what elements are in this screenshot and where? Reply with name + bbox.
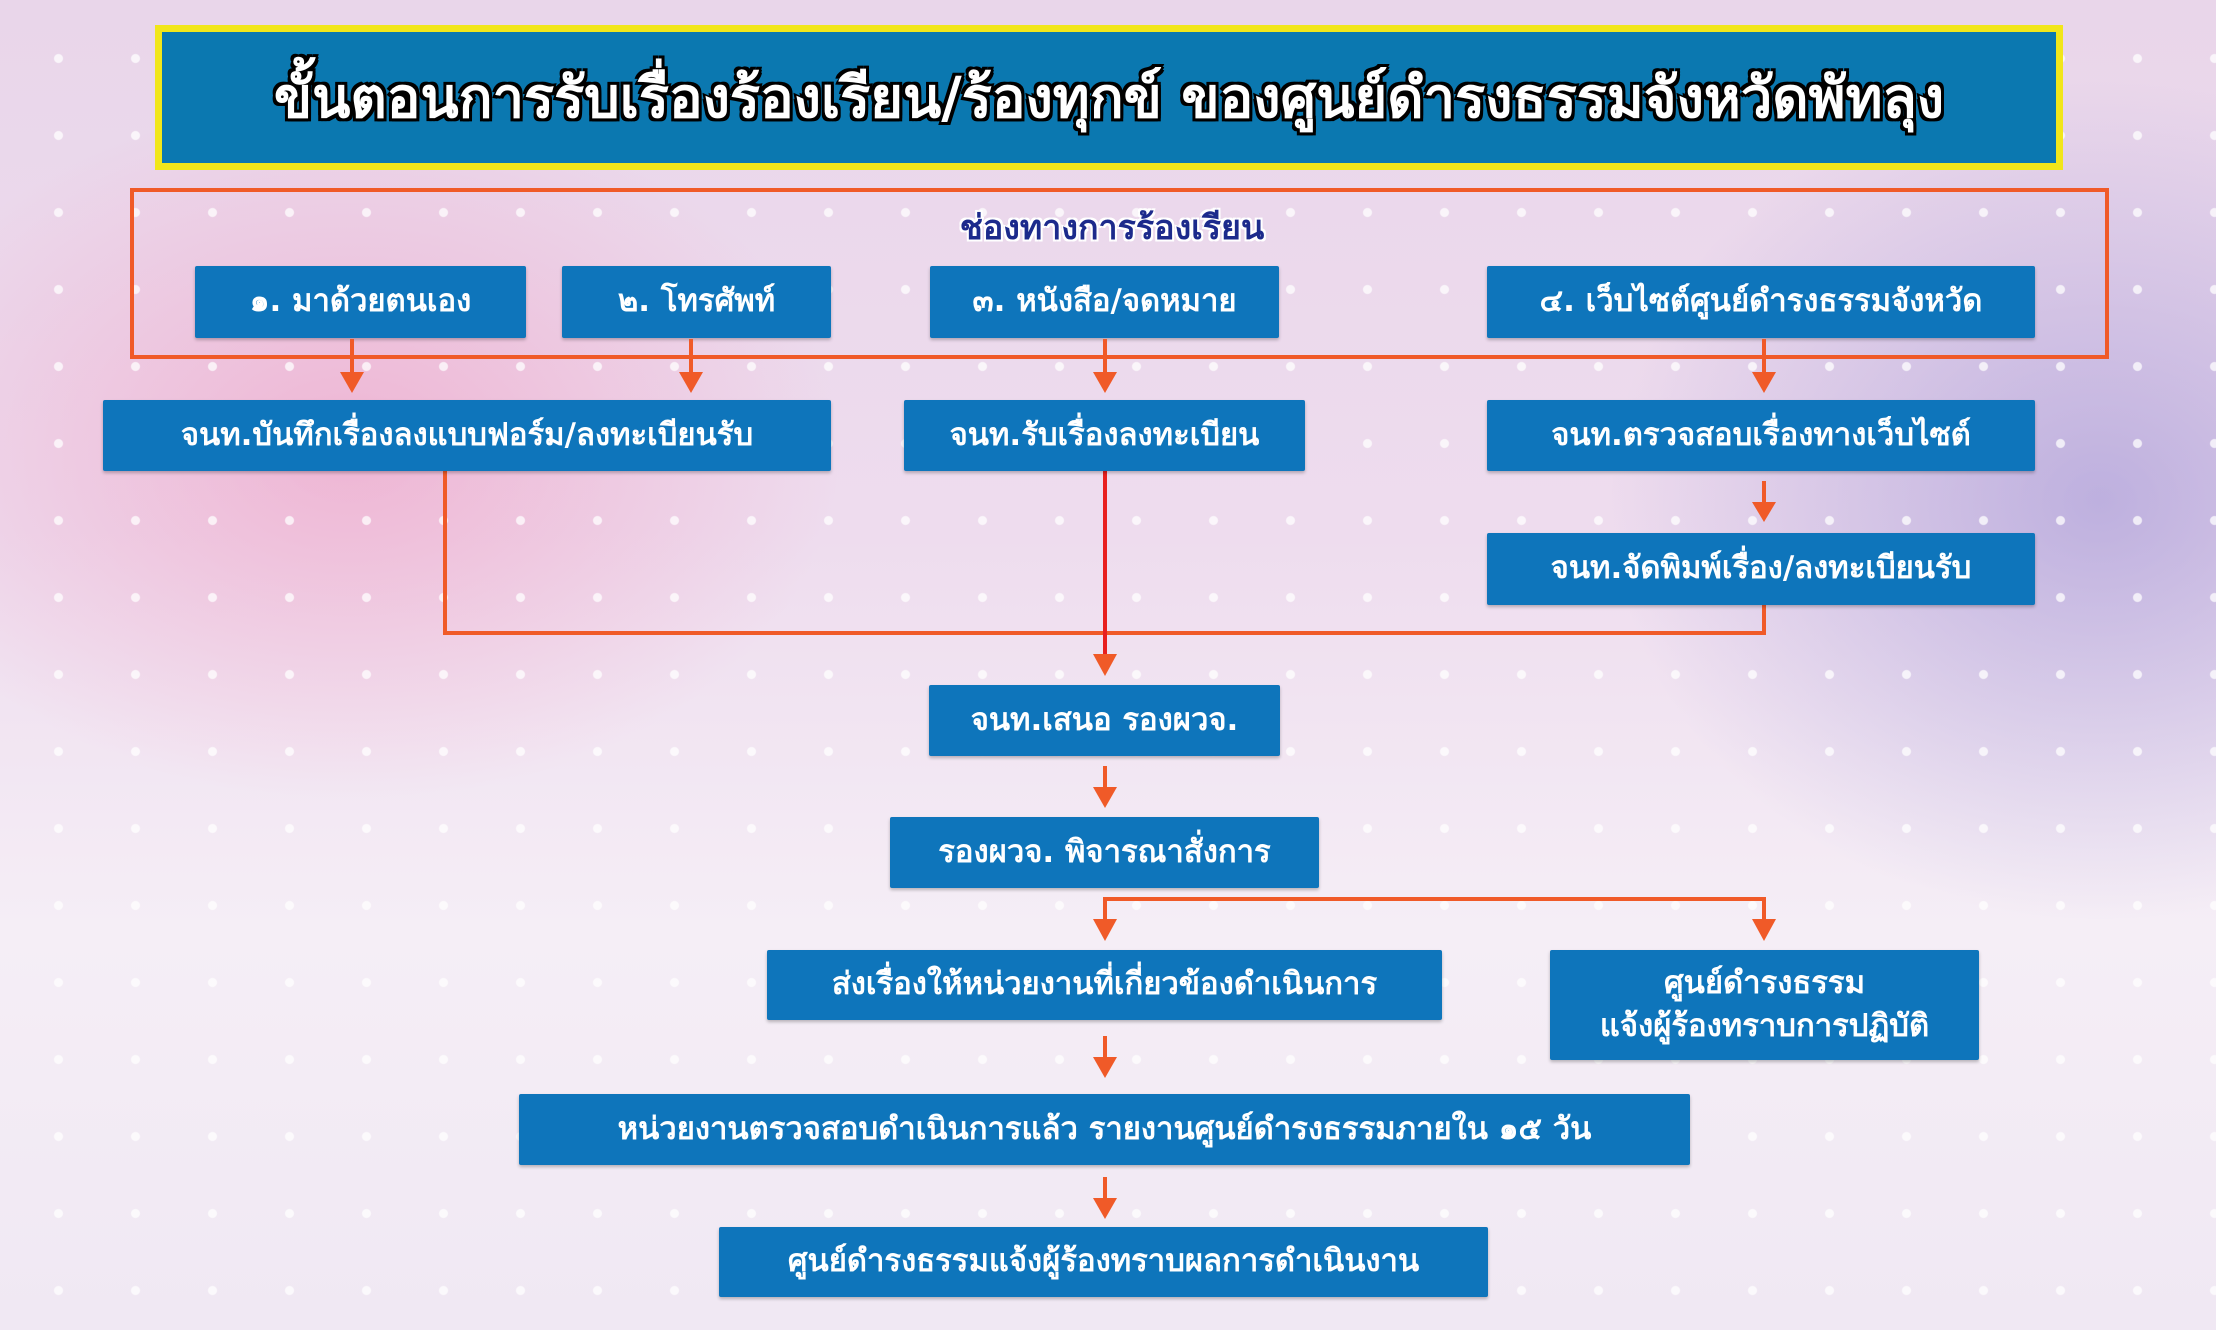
notify-line-1: ศูนย์ดำรงธรรม (1663, 964, 1865, 1001)
step-record-form: จนท.บันทึกเรื่องลงแบบฟอร์ม/ลงทะเบียนรับ (103, 400, 831, 471)
arrow-head (1093, 372, 1117, 393)
step-forward: ส่งเรื่องให้หน่วยงานที่เกี่ยวข้องดำเนินก… (767, 950, 1442, 1020)
arrow-head (340, 372, 364, 393)
arrow-head (1093, 1057, 1117, 1078)
step-notify-action: ศูนย์ดำรงธรรม แจ้งผู้ร้องทราบการปฏิบัติ (1550, 950, 1979, 1060)
split-line (1103, 897, 1766, 922)
step-final-notify: ศูนย์ดำรงธรรมแจ้งผู้ร้องทราบผลการดำเนินง… (719, 1227, 1488, 1297)
step-print-register: จนท.จัดพิมพ์เรื่อง/ลงทะเบียนรับ (1487, 533, 2035, 605)
step-propose: จนท.เสนอ รองผวจ. (929, 685, 1280, 756)
channel-in-person: ๑. มาด้วยตนเอง (195, 266, 526, 338)
step-receive-register: จนท.รับเรื่องลงทะเบียน (904, 400, 1305, 471)
step-check-website: จนท.ตรวจสอบเรื่องทางเว็บไซต์ (1487, 400, 2035, 471)
arrow-head (1752, 502, 1776, 522)
arrow-head (1093, 919, 1117, 941)
arrow-head (1752, 919, 1776, 941)
step-agency-report: หน่วยงานตรวจสอบดำเนินการแล้ว รายงานศูนย์… (519, 1094, 1690, 1165)
notify-line-2: แจ้งผู้ร้องทราบการปฏิบัติ (1599, 1008, 1930, 1044)
channels-label: ช่องทางการร้องเรียน (959, 208, 1265, 248)
channel-phone: ๒. โทรศัพท์ (562, 266, 831, 338)
arrow-head (1093, 1198, 1117, 1219)
arrow-head (1752, 372, 1776, 393)
arrow-head (679, 372, 703, 393)
channel-letter: ๓. หนังสือ/จดหมาย (930, 266, 1279, 338)
channel-website: ๔. เว็บไซต์ศูนย์ดำรงธรรมจังหวัด (1487, 266, 2035, 338)
arrow-head (1093, 654, 1117, 676)
channels-frame (130, 188, 2109, 359)
arrow-head (1093, 787, 1117, 808)
step-consider: รองผวจ. พิจารณาสั่งการ (890, 817, 1319, 888)
page-title: ขั้นตอนการรับเรื่องร้องเรียน/ร้องทุกข์ ข… (155, 25, 2063, 170)
